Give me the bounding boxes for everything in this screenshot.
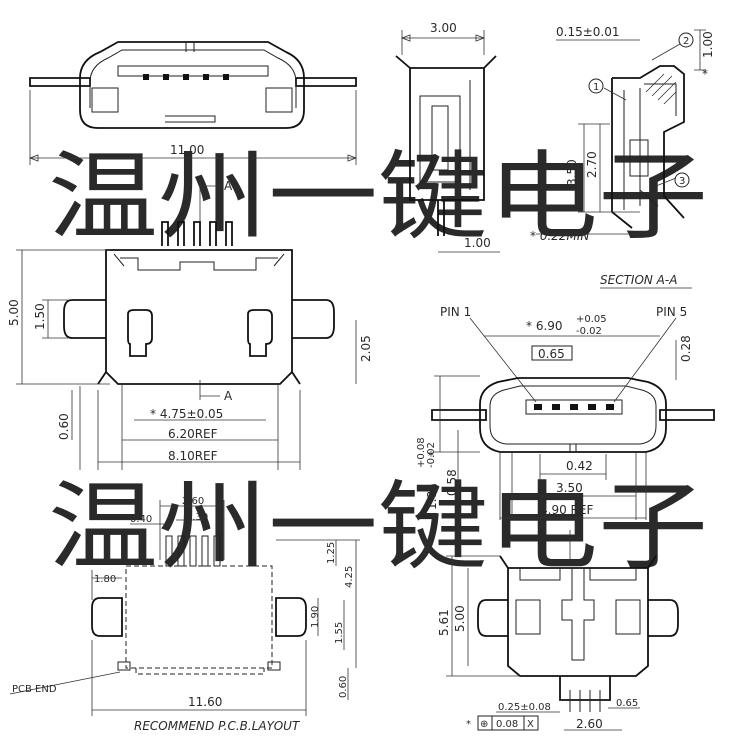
section-callout-1: 1 (593, 82, 599, 93)
receptacle-span-tol-upper: +0.05 (576, 314, 607, 325)
section-thickness-dim: 0.15±0.01 (556, 25, 620, 39)
section-height-3: 2.70 (585, 151, 599, 178)
receptacle-span-tol-lower: -0.02 (576, 326, 602, 337)
receptacle-gap-dim: 0.28 (679, 335, 693, 362)
watermark-lower: 温州一键电子 (48, 471, 708, 583)
pcb-layout: 2.60 0.40 1.30 1.80 1.25 4.25 1.90 1.55 … (9, 496, 360, 733)
bottom-gtol-symbol: ⊕ (480, 719, 488, 730)
top-post-dim: 1.50 (33, 303, 47, 330)
bottom-pin-dim: 0.65 (616, 698, 638, 709)
top-offset-dim: 0.60 (57, 413, 71, 440)
top-section-mark-top: A (224, 179, 233, 193)
receptacle-outer-ref: 4.90 REF (540, 503, 593, 517)
receptacle-inner-dim: 3.50 (556, 481, 583, 495)
receptacle-height-dim: 1.85 (425, 483, 439, 510)
receptacle-step-dim: 0.58 (445, 469, 459, 496)
pcb-body-height: 4.25 (344, 566, 355, 588)
side-view: 3.00 1.00 (395, 21, 500, 253)
pcb-slot-dim: 1.90 (310, 606, 321, 628)
receptacle-pin1-label: PIN 1 (440, 305, 471, 319)
top-pitch-dim: * 4.75±0.05 (150, 407, 223, 421)
top-ref-width-2: 8.10REF (168, 449, 218, 463)
receptacle-tongue-dim: 0.42 (566, 459, 593, 473)
top-section-mark-bottom: A (224, 389, 233, 403)
bottom-star: * (466, 719, 471, 730)
receptacle-height-tol-lower: -0.02 (426, 442, 437, 468)
bottom-view: 5.61 5.00 0.25±0.08 ⊕ 0.08 X * 0.65 2.60 (437, 530, 679, 731)
bottom-pitch-dim: 2.60 (576, 717, 603, 731)
section-view: 0.15±0.01 1 2 3 1.00 * 3.50 2.70 * 0.22M… (530, 25, 715, 289)
pcb-left-offset: 1.80 (94, 574, 116, 585)
side-depth-dim: 3.00 (430, 21, 457, 35)
section-star: * (702, 67, 708, 81)
bottom-height-dim: 5.61 (437, 609, 451, 636)
pcb-top-gap: 1.25 (326, 542, 337, 564)
receptacle-view: PIN 1 PIN 5 * 6.90 +0.05 -0.02 0.65 0.28… (416, 305, 715, 520)
bottom-gtol-ref: X (527, 719, 534, 730)
pcb-edge-label: PCB END (12, 684, 57, 695)
pcb-pad-pitch: 1.30 (186, 512, 208, 523)
front-view: 11.00 (28, 41, 358, 165)
top-view: A A 5.00 1.50 2.05 0.60 * 4.75±0.05 6.20… (7, 179, 373, 470)
pcb-pitch-total: 2.60 (182, 496, 204, 507)
section-callout-3: 3 (679, 176, 685, 187)
pcb-title: RECOMMEND P.C.B.LAYOUT (134, 719, 301, 733)
watermark: 温州一键电子 温州一键电子 (48, 141, 708, 583)
receptacle-height-tol-upper: +0.08 (416, 437, 427, 468)
pcb-bottom-dim: 0.60 (338, 676, 349, 698)
side-pin-dim: 1.00 (464, 236, 491, 250)
section-height-1: 1.00 (701, 31, 715, 58)
receptacle-pin5-label: PIN 5 (656, 305, 687, 319)
receptacle-span-dim: * 6.90 (526, 319, 563, 333)
pcb-total-width: 11.60 (188, 695, 222, 709)
section-height-2: 3.50 (565, 159, 579, 186)
receptacle-pitch-box: 0.65 (538, 347, 565, 361)
top-tab-dim: 2.05 (359, 335, 373, 362)
front-width-dim: 11.00 (170, 143, 204, 157)
pcb-pad-width: 0.40 (130, 514, 152, 525)
bottom-tol-dim: 0.25±0.08 (498, 702, 551, 713)
pcb-slot-dim-2: 1.55 (334, 622, 345, 644)
bottom-gtol-value: 0.08 (496, 719, 518, 730)
section-min-dim: * 0.22MIN (530, 229, 589, 243)
top-height-dim: 5.00 (7, 299, 21, 326)
bottom-inner-dim: 5.00 (453, 605, 467, 632)
section-callout-2: 2 (683, 36, 689, 47)
section-title: SECTION A-A (600, 273, 677, 287)
top-ref-width-1: 6.20REF (168, 427, 218, 441)
receptacle-star: * (428, 449, 434, 463)
